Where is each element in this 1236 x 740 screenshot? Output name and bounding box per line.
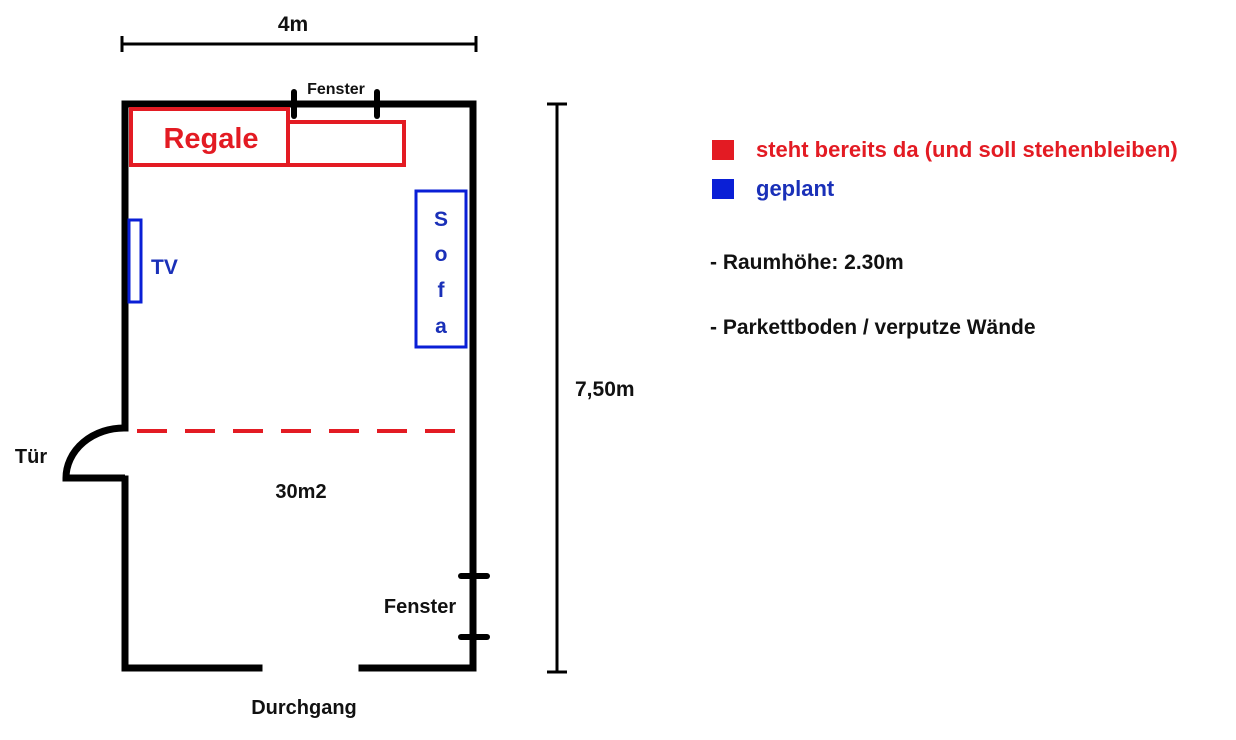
sofa-letter: S [434, 208, 448, 231]
sofa-planned [414, 189, 468, 349]
tv-planned [127, 218, 143, 304]
note-room-height: - Raumhöhe: 2.30m [710, 251, 904, 274]
shelves-label: Regale [163, 123, 258, 155]
length-dimension: 7,50m [547, 102, 635, 674]
note-floor-walls: - Parkettboden / verputze Wände [710, 316, 1036, 339]
sofa-letter: o [435, 243, 448, 266]
legend: steht bereits da (und soll stehenbleiben… [712, 137, 1178, 201]
passage-label: Durchgang [251, 697, 357, 719]
window-right-label: Fenster [384, 596, 456, 618]
room-walls [121, 100, 477, 672]
width-label: 4m [278, 13, 308, 36]
legend-swatch-existing [712, 140, 734, 160]
tv-label: TV [151, 256, 178, 279]
door-symbol [62, 424, 126, 482]
window-top-marks [291, 89, 380, 119]
door-label: Tür [15, 446, 47, 468]
sofa-letter: a [435, 315, 447, 338]
width-dimension: 4m [120, 13, 478, 52]
window-top-label: Fenster [307, 81, 365, 98]
legend-planned-label: geplant [756, 176, 835, 201]
legend-existing-label: steht bereits da (und soll stehenbleiben… [756, 137, 1178, 162]
sofa-letter: f [438, 279, 446, 302]
window-right-marks [458, 573, 490, 640]
shelves-existing [129, 107, 406, 167]
length-label: 7,50m [575, 378, 635, 401]
legend-swatch-planned [712, 179, 734, 199]
area-label: 30m2 [275, 481, 326, 503]
